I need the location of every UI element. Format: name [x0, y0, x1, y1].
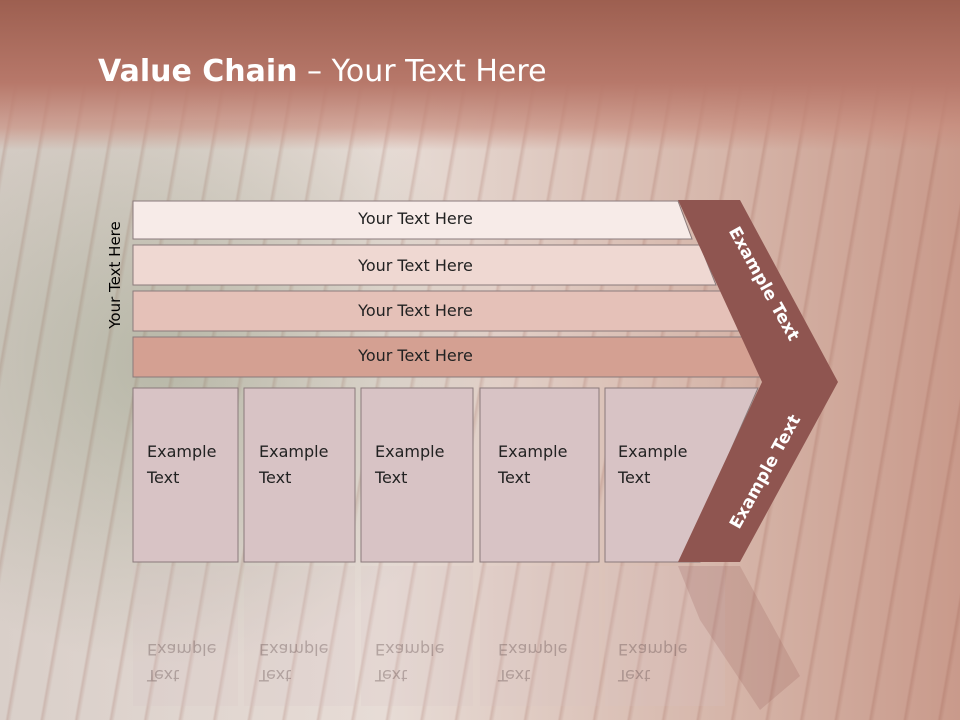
box-reflection	[133, 566, 238, 706]
box-4-reflection-text: Text Example	[498, 636, 567, 688]
box-4-line1: Example	[498, 442, 568, 461]
box-2-reflection-text: Text Example	[259, 636, 328, 688]
box-1-reflection-line2: Text	[147, 666, 180, 685]
box-1[interactable]	[132, 387, 239, 563]
box-3-line2: Text	[375, 468, 408, 487]
box-reflection	[480, 566, 599, 706]
chevron-arrow[interactable]	[678, 200, 838, 562]
box-4[interactable]	[479, 387, 600, 563]
box-1-reflection-line1: Example	[147, 640, 217, 659]
box-5-reflection-line2: Text	[618, 666, 651, 685]
box-3-reflection-text: Text Example	[375, 636, 444, 688]
bar-2-label: Your Text Here	[358, 256, 473, 275]
bar-3-label: Your Text Here	[358, 301, 473, 320]
box-4-reflection-line2: Text	[498, 666, 531, 685]
bar-1[interactable]	[132, 200, 693, 240]
side-label[interactable]: Your Text Here	[106, 221, 124, 329]
box-3-reflection-line2: Text	[375, 666, 408, 685]
box-3-reflection-line1: Example	[375, 640, 445, 659]
box-reflection	[361, 566, 473, 706]
box-2-reflection-line2: Text	[259, 666, 292, 685]
box-2-line2: Text	[259, 468, 292, 487]
title-banner	[0, 0, 960, 150]
chevron-reflection	[678, 566, 800, 710]
box-5-line2: Text	[618, 468, 651, 487]
reflection-group	[133, 566, 725, 706]
title-bold: Value Chain	[98, 54, 298, 89]
slide-title[interactable]: Value Chain – Your Text Here	[98, 54, 547, 89]
bar-2[interactable]	[132, 244, 717, 286]
box-5-reflection-text: Text Example	[618, 636, 687, 688]
box-5-line1: Example	[618, 442, 688, 461]
box-2[interactable]	[243, 387, 356, 563]
box-2-line1: Example	[259, 442, 329, 461]
box-reflection	[605, 566, 725, 706]
box-reflection	[244, 566, 355, 706]
box-3[interactable]	[360, 387, 474, 563]
bar-4-label: Your Text Here	[358, 346, 473, 365]
box-1-line2: Text	[147, 468, 180, 487]
box-2-reflection-line1: Example	[259, 640, 329, 659]
box-1-line1: Example	[147, 442, 217, 461]
box-3-line1: Example	[375, 442, 445, 461]
box-4-reflection-line1: Example	[498, 640, 568, 659]
bar-1-label: Your Text Here	[358, 209, 473, 228]
title-rest: – Your Text Here	[297, 54, 547, 89]
box-1-reflection-text: Text Example	[147, 636, 216, 688]
box-4-line2: Text	[498, 468, 531, 487]
box-5-reflection-line1: Example	[618, 640, 688, 659]
